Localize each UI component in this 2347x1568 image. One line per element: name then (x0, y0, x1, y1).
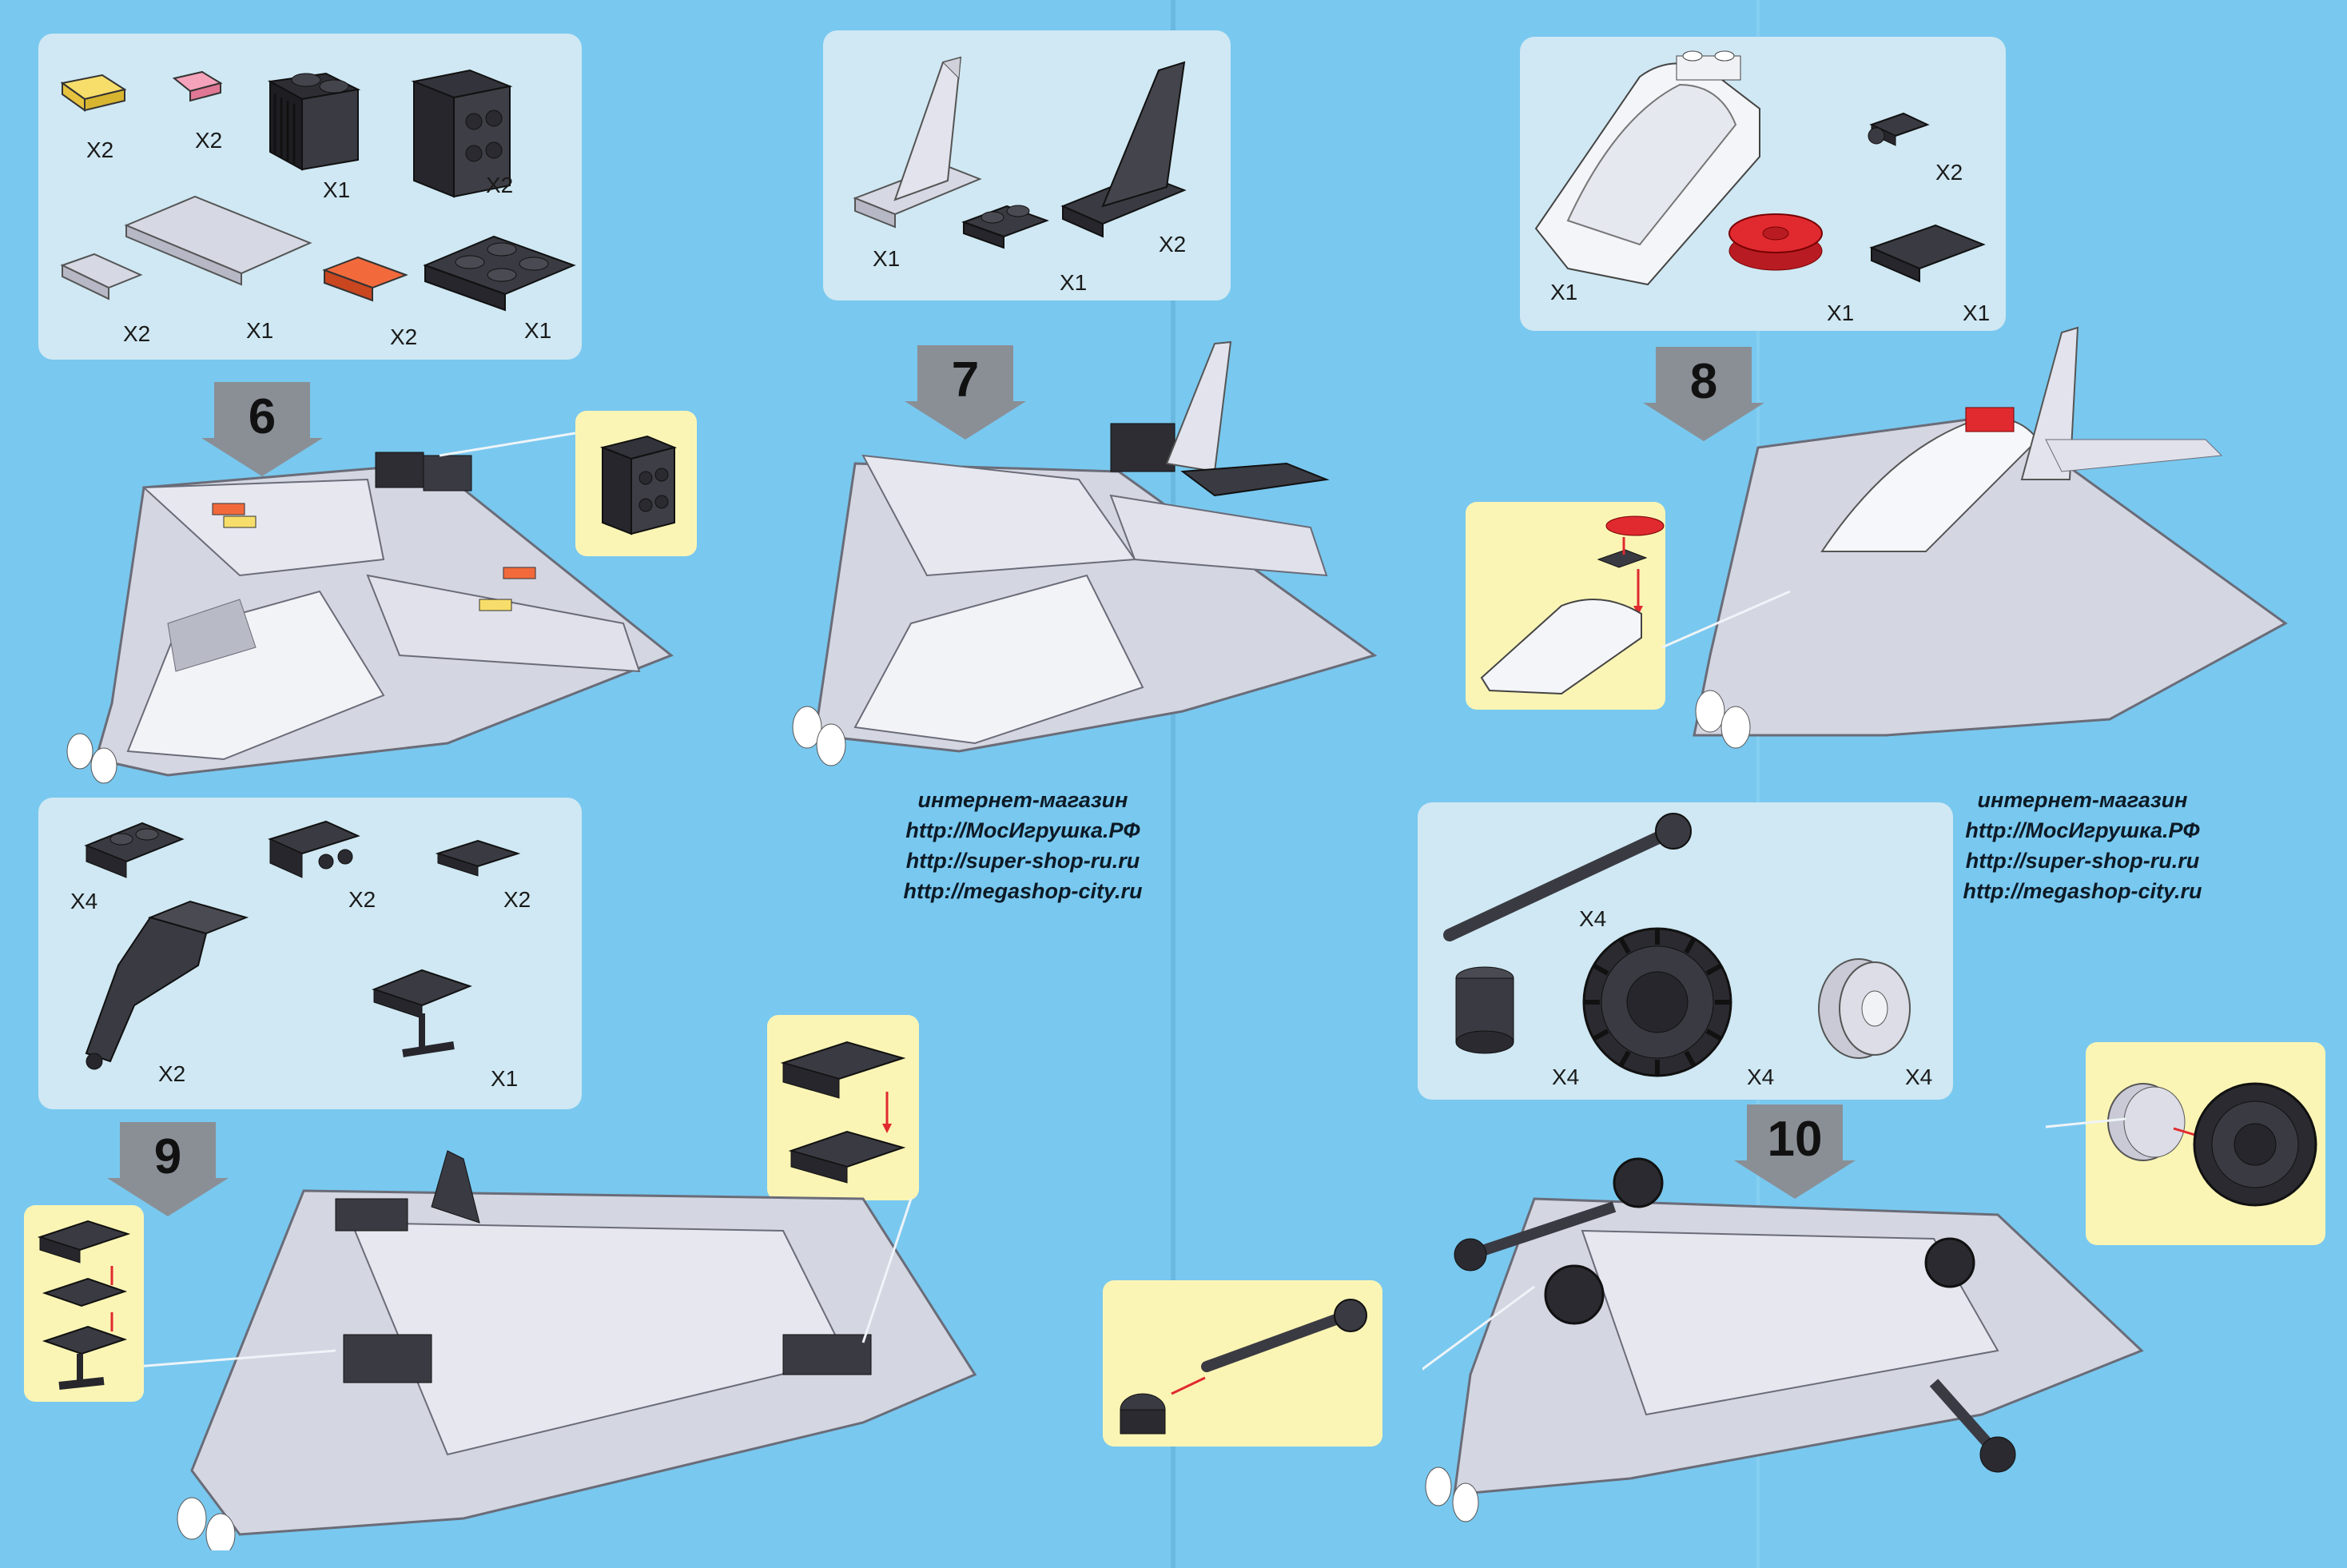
step-8-number: 8 (1689, 354, 1718, 409)
qty-dark-plate-2x2: X4 (70, 889, 98, 913)
qty-grille-brick: X1 (323, 177, 351, 202)
qty-dark-hinge: X1 (491, 1066, 519, 1091)
canopy-assembly-illustration (1480, 515, 1665, 695)
bracket-stack-illustration (780, 1041, 906, 1184)
step-10-badge: 10 (1731, 1104, 1859, 1200)
wheel-assembly-illustration (2107, 1082, 2317, 1207)
qty-rim: X4 (1905, 1065, 1933, 1089)
qty-canopy: X1 (1550, 280, 1578, 304)
shop-title: интернет-магазин (1977, 788, 2188, 812)
step-8-callout (1466, 502, 1665, 710)
step-8-badge: 8 (1640, 347, 1768, 443)
parts-panel-step-10: X4 X4 X4 X4 (1418, 802, 1953, 1100)
step-9-parts-illustration (84, 820, 521, 1070)
step-10-number: 10 (1767, 1112, 1823, 1167)
qty-round-brick: X4 (1552, 1065, 1580, 1089)
shop-link[interactable]: http://МосИгрушка.РФ (1965, 818, 2200, 842)
qty-dark-tile: X1 (1963, 300, 1991, 325)
qty-small-gray-tile: X2 (123, 321, 151, 346)
qty-yellow-tile: X2 (86, 137, 114, 162)
step-9-callout-top (767, 1015, 919, 1200)
qty-tire: X4 (1747, 1065, 1775, 1089)
parts-panel-step-7: X1 X1 X2 (823, 30, 1231, 300)
step-10-callout-left (1103, 1280, 1382, 1447)
parts-panel-step-6: X2 X2 X1 X2 X2 X1 X2 X1 (38, 34, 582, 360)
hinge-stack-illustration (37, 1220, 131, 1390)
parts-panel-step-8: X2 X1 X1 X1 (1520, 37, 2006, 331)
shop-link[interactable]: http://megashop-city.ru (903, 879, 1143, 903)
step-7-parts-illustration (853, 56, 1187, 249)
step-10-callout-right (2086, 1042, 2325, 1245)
step-9-number: 9 (153, 1129, 182, 1184)
qty-axle: X4 (1579, 906, 1607, 931)
step-8-model (1693, 326, 2288, 749)
qty-dark-plate-1x2: X2 (503, 887, 531, 912)
down-arrow-icon (905, 345, 1026, 440)
shop-block-1: интернет-магазин http://МосИгрушка.РФ ht… (863, 785, 1183, 906)
step-7-badge: 7 (901, 345, 1029, 441)
bracket-part-illustration (599, 435, 678, 535)
step-6-callout (575, 411, 697, 556)
qty-dark-arm: X2 (158, 1061, 186, 1086)
shop-link[interactable]: http://megashop-city.ru (1963, 879, 2202, 903)
qty-bracket: X2 (486, 173, 514, 197)
qty-black-clip: X2 (1935, 160, 1963, 185)
qty-gray-fin: X1 (873, 246, 901, 271)
qty-pink-tile: X2 (195, 128, 223, 153)
shop-link[interactable]: http://super-shop-ru.ru (905, 849, 1140, 873)
step-6-badge: 6 (198, 382, 326, 478)
parts-panel-step-9: X4 X2 X2 X2 X1 (38, 798, 582, 1109)
step-10-model (1422, 1117, 2144, 1522)
shop-title: интернет-магазин (917, 788, 1128, 812)
step-6-model (66, 452, 674, 784)
shop-block-2: интернет-магазин http://МосИгрушка.РФ ht… (1923, 785, 2242, 906)
pointer-line-icon (439, 432, 1790, 649)
qty-gray-plate: X1 (246, 318, 274, 343)
qty-red-round-plate: X1 (1827, 300, 1855, 325)
down-arrow-icon (107, 1122, 229, 1216)
qty-orange-tile: X2 (390, 324, 418, 349)
qty-dark-fin: X2 (1159, 232, 1187, 257)
axle-assembly-illustration (1120, 1299, 1367, 1435)
step-8-parts-illustration (1534, 50, 1986, 286)
step-10-parts-illustration (1443, 813, 1911, 1077)
qty-dark-plate: X1 (524, 318, 552, 343)
down-arrow-icon (1734, 1104, 1856, 1199)
step-7-model (792, 340, 1378, 766)
step-9-model (144, 1150, 977, 1550)
shop-link[interactable]: http://МосИгрушка.РФ (905, 818, 1140, 842)
down-arrow-icon (201, 382, 323, 476)
down-arrow-icon (1643, 347, 1764, 441)
step-9-badge: 9 (104, 1122, 232, 1218)
shop-link[interactable]: http://super-shop-ru.ru (1965, 849, 2200, 873)
step-7-number: 7 (951, 352, 980, 408)
qty-dark-plate-small: X1 (1060, 270, 1088, 295)
step-6-number: 6 (248, 389, 276, 444)
step-6-parts-illustration (60, 69, 576, 312)
qty-dark-bracket: X2 (348, 887, 376, 912)
step-9-callout-left (24, 1205, 144, 1402)
